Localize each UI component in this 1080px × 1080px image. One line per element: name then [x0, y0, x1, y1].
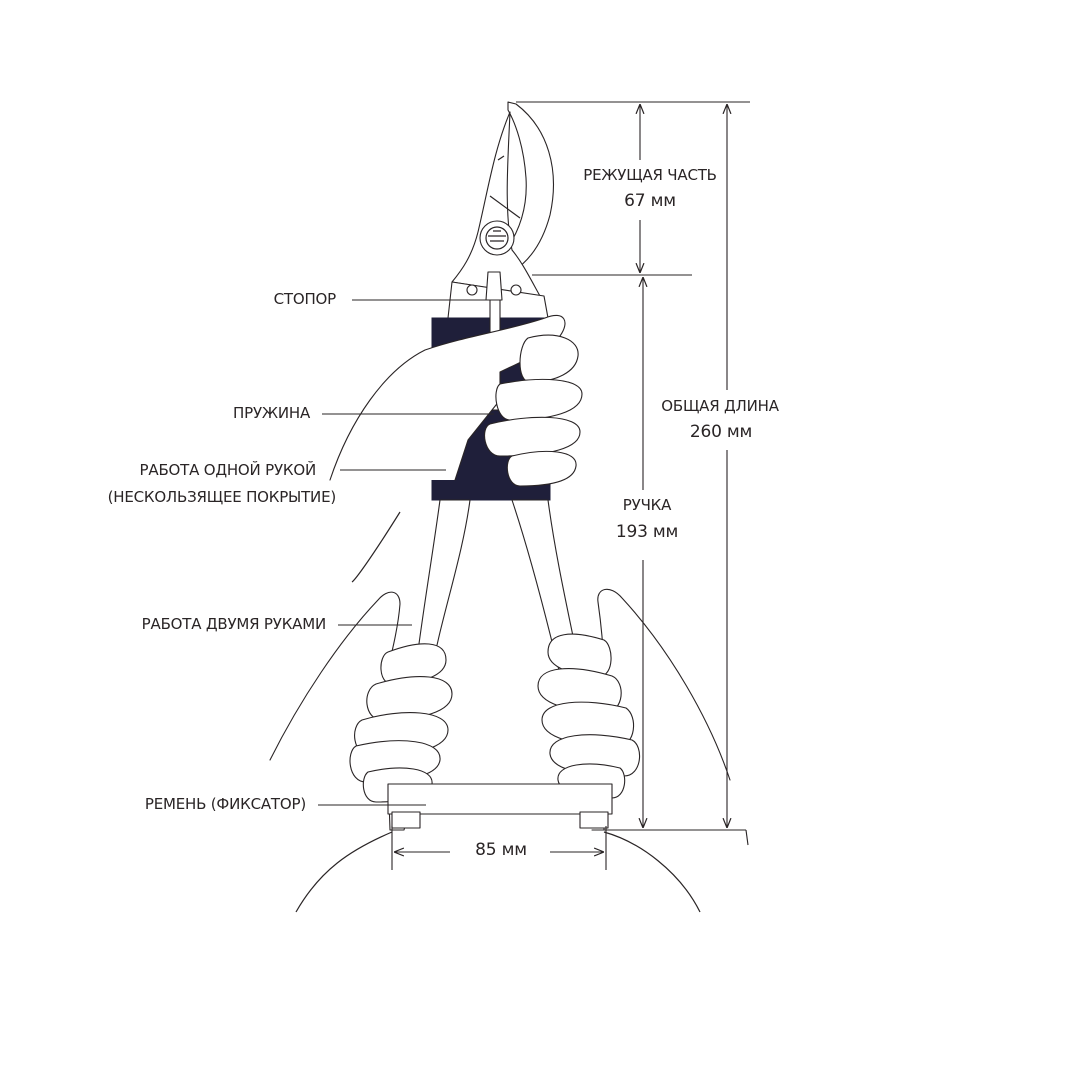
upper-hand [329, 314, 583, 583]
dim-handle-label: РУЧКА [622, 496, 672, 514]
strap-lock [387, 783, 613, 829]
label-non-slip-coating: (НЕСКОЛЬЗЯЩЕЕ ПОКРЫТИЕ) [107, 488, 337, 506]
lower-body-outline [295, 831, 701, 913]
label-two-hands: РАБОТА ДВУМЯ РУКАМИ [141, 615, 327, 633]
label-strap: РЕМЕНЬ (ФИКСАТОР) [144, 795, 306, 813]
dim-total-label: ОБЩАЯ ДЛИНА [661, 397, 779, 415]
leader-lines [318, 299, 494, 806]
dim-width-value: 85 мм [475, 840, 527, 860]
blade-head [447, 101, 554, 319]
label-spring: ПРУЖИНА [233, 404, 310, 422]
dimension-lines [391, 101, 750, 870]
dim-total-value: 260 мм [689, 422, 753, 442]
dim-handle-value: 193 мм [615, 522, 679, 542]
dim-cutting-value: 67 мм [624, 191, 676, 211]
lower-right-hand [537, 588, 731, 831]
label-stopper: СТОПОР [273, 290, 337, 308]
dim-cutting-label: РЕЖУЩАЯ ЧАСТЬ [583, 166, 717, 184]
label-one-hand: РАБОТА ОДНОЙ РУКОЙ [139, 461, 317, 479]
